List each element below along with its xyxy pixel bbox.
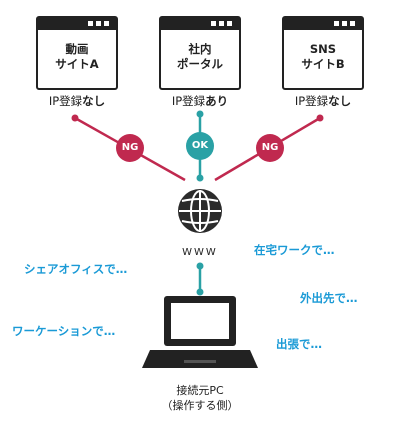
client-pc-subtitle: （操作する側） (161, 399, 239, 412)
window-button (211, 21, 216, 26)
window-button (350, 21, 355, 26)
ip-prefix: IP登録 (48, 94, 83, 108)
ng-badge-left: NG (116, 134, 144, 162)
line-endpoint-pc-top (196, 262, 204, 270)
ip-status: あり (205, 94, 229, 108)
site-window-sns: SNS サイトB (282, 16, 364, 90)
globe-icon (178, 189, 222, 233)
line-endpoint-center-bottom (196, 174, 204, 182)
ip-prefix: IP登録 (171, 94, 206, 108)
ip-prefix: IP登録 (294, 94, 329, 108)
window-button (88, 21, 93, 26)
ng-badge-right: NG (256, 134, 284, 162)
ip-status: なし (328, 94, 352, 108)
ip-status: なし (82, 94, 106, 108)
location-business-trip: 出張で… (276, 337, 322, 351)
site-title: 動画 サイトA (55, 42, 99, 71)
location-remote-work: 在宅ワークで… (254, 243, 335, 257)
line-endpoint-center-top (196, 110, 204, 118)
window-button (342, 21, 347, 26)
site-window-video: 動画 サイトA (36, 16, 118, 90)
window-button (219, 21, 224, 26)
client-pc-title: 接続元PC (176, 384, 224, 397)
internet-label: WWW (182, 247, 218, 258)
location-workation: ワーケーションで… (12, 324, 116, 338)
window-button (334, 21, 339, 26)
location-share-office: シェアオフィスで… (24, 262, 128, 276)
site-title: 社内 ポータル (177, 42, 223, 71)
site-title: SNS サイトB (301, 42, 345, 71)
ip-registration-label-portal: IP登録あり (140, 93, 260, 109)
ok-badge-center: OK (186, 132, 214, 160)
site-window-portal: 社内 ポータル (159, 16, 241, 90)
window-button (104, 21, 109, 26)
window-button (227, 21, 232, 26)
line-endpoint-right (316, 114, 324, 122)
ip-registration-label-video: IP登録なし (17, 93, 137, 109)
laptop-icon (142, 296, 258, 368)
window-button (96, 21, 101, 26)
ip-registration-label-sns: IP登録なし (263, 93, 383, 109)
client-pc-label: 接続元PC （操作する側） (140, 383, 260, 413)
location-outing: 外出先で… (300, 291, 358, 305)
line-endpoint-left (71, 114, 79, 122)
line-endpoint-pc-bottom (196, 288, 204, 296)
